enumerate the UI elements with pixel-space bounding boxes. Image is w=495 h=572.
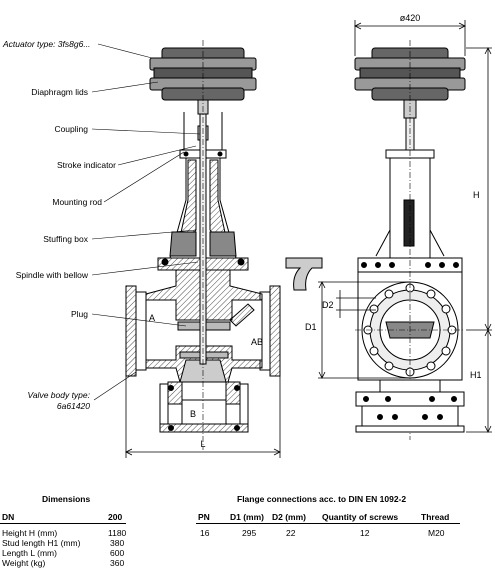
flange-cell-screws: 12 bbox=[360, 528, 370, 538]
section-symbol-icon bbox=[285, 257, 323, 291]
dimension-h1-label: H1 bbox=[470, 370, 482, 380]
dimensions-row-value: 360 bbox=[110, 558, 125, 568]
flange-face-right bbox=[355, 40, 465, 440]
flange-cell-pn: 16 bbox=[200, 528, 210, 538]
dimensions-row-label: Length L (mm) bbox=[2, 548, 57, 558]
dimensions-row-value: 1180 bbox=[108, 528, 127, 538]
dimension-diameter-label: ø420 bbox=[400, 13, 421, 23]
flange-cell-d1: 295 bbox=[242, 528, 257, 538]
flange-cell-d2: 22 bbox=[286, 528, 296, 538]
flange-col-screws: Quantity of screws bbox=[322, 512, 399, 522]
dimension-h-lines bbox=[466, 47, 492, 433]
leader-lines bbox=[91, 43, 201, 401]
label-actuator-type: Actuator type: 3fs8g6... bbox=[2, 39, 90, 49]
flange-col-d2: D2 (mm) bbox=[272, 512, 307, 522]
flange-col-d1: D1 (mm) bbox=[230, 512, 265, 522]
dimensions-row-label: Weight (kg) bbox=[2, 558, 46, 568]
dimension-d2-label: D2 bbox=[322, 300, 334, 310]
spindle-left bbox=[199, 40, 207, 450]
dimension-d1-label: D1 bbox=[305, 322, 317, 332]
label-stuffing-box: Stuffing box bbox=[43, 234, 88, 244]
label-spindle-with-bellow: Spindle with bellow bbox=[16, 270, 89, 280]
dimension-h-label: H bbox=[473, 190, 480, 200]
port-a-label: A bbox=[149, 313, 155, 323]
actuator-left bbox=[149, 47, 257, 115]
flange-col-pn: PN bbox=[198, 512, 210, 522]
dimensions-row-value: 600 bbox=[110, 548, 125, 558]
port-ab-label: AB bbox=[251, 337, 263, 347]
dimension-d-lines bbox=[318, 281, 410, 379]
label-coupling: Coupling bbox=[54, 124, 88, 134]
label-diaphragm-lids: Diaphragm lids bbox=[31, 87, 88, 97]
dimensions-row-label: Height H (mm) bbox=[2, 528, 58, 538]
label-mounting-rod: Mounting rod bbox=[52, 197, 102, 207]
tables-area: Dimensions DN 200 Height H (mm) 1180 Stu… bbox=[0, 492, 495, 572]
dimension-l bbox=[125, 376, 281, 458]
label-plug: Plug bbox=[71, 309, 88, 319]
label-stroke-indicator: Stroke indicator bbox=[57, 160, 116, 170]
dimension-l-label: L bbox=[200, 439, 205, 449]
dimensions-col-dn: DN bbox=[2, 512, 15, 522]
dimensions-table-title: Dimensions bbox=[42, 494, 91, 504]
flange-header-rule bbox=[196, 523, 460, 524]
valve-technical-drawing: L A AB B Actuator type: 3fs8g6... Diaphr… bbox=[2, 13, 492, 458]
bottom-right bbox=[355, 379, 465, 433]
dimensions-col-size: 200 bbox=[108, 512, 123, 522]
label-valve-body-type: Valve body type: bbox=[27, 390, 90, 400]
flange-col-thread: Thread bbox=[421, 512, 450, 522]
flange-table-title: Flange connections acc. to DIN EN 1092-2 bbox=[237, 494, 407, 504]
dimensions-header-rule bbox=[0, 523, 126, 524]
flange-cell-thread: M20 bbox=[428, 528, 445, 538]
dimension-diameter bbox=[354, 20, 466, 56]
dimensions-row-label: Stud length H1 (mm) bbox=[2, 538, 81, 548]
dimensions-row-value: 380 bbox=[110, 538, 125, 548]
label-valve-body-code: 6a61420 bbox=[57, 401, 90, 411]
port-b-label: B bbox=[190, 409, 196, 419]
